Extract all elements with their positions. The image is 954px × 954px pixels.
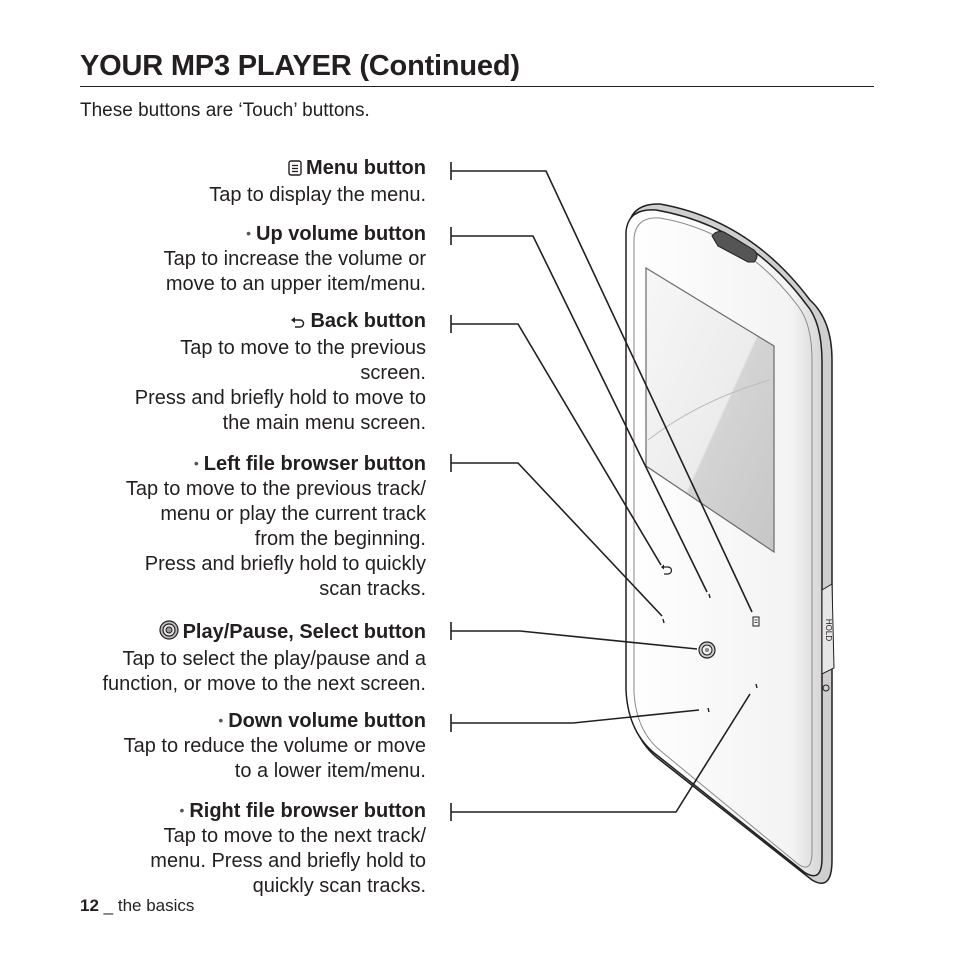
device-bezel (633, 217, 813, 868)
back-button-line: Press and briefly hold to move to (134, 387, 426, 409)
footer-section: the basics (117, 896, 195, 915)
leader-down-volume (450, 709, 700, 732)
select-button-heading: Play/Pause, Select button (182, 621, 426, 643)
left-browser-line: Press and briefly hold to quickly (144, 553, 426, 575)
select-button-line: Tap to select the play/pause and a (122, 648, 426, 670)
page-footer: 12 _ the basics (80, 896, 194, 916)
leader-left-browser (450, 454, 663, 617)
down-volume-heading: Down volume button (228, 710, 426, 732)
left-browser-line: menu or play the current track (160, 503, 426, 525)
hold-label: HOLD (824, 619, 833, 641)
back-button-line: screen. (360, 362, 426, 384)
dot-icon: • (179, 802, 185, 818)
side-reset-hole (822, 684, 830, 692)
back-button-description: Back button Tap to move to the previous … (26, 309, 426, 436)
device-screen (645, 266, 775, 554)
left-browser-heading: Left file browser button (203, 453, 426, 475)
right-browser-line: menu. Press and briefly hold to (150, 850, 426, 872)
leader-menu (450, 162, 753, 613)
device-menu-mark (752, 616, 760, 627)
left-browser-line: Tap to move to the previous track/ (125, 478, 426, 500)
device-back-mark (661, 564, 673, 575)
up-volume-description: •Up volume button Tap to increase the vo… (26, 221, 426, 297)
up-volume-heading: Up volume button (256, 223, 426, 245)
back-button-line: Tap to move to the previous (180, 337, 426, 359)
device-down-mark (707, 707, 710, 713)
up-volume-line: move to an upper item/menu. (165, 273, 426, 295)
device-right-mark (755, 683, 758, 689)
down-volume-description: •Down volume button Tap to reduce the vo… (26, 708, 426, 784)
leader-back (450, 315, 662, 566)
device-select-mark (698, 641, 716, 659)
left-browser-description: •Left file browser button Tap to move to… (26, 451, 426, 602)
left-browser-line: from the beginning. (254, 528, 426, 550)
select-button-line: function, or move to the next screen. (102, 673, 426, 695)
device-left-mark (662, 618, 665, 624)
dot-icon: • (246, 225, 252, 241)
page-number: 12 (80, 896, 99, 915)
title-rule (80, 86, 874, 87)
screen-curve (647, 379, 771, 441)
back-button-heading: Back button (310, 310, 426, 332)
left-browser-line: scan tracks. (319, 578, 426, 600)
intro-text: These buttons are ‘Touch’ buttons. (80, 100, 370, 121)
up-volume-line: Tap to increase the volume or (163, 248, 426, 270)
menu-button-heading: Menu button (306, 157, 426, 179)
right-browser-line: quickly scan tracks. (252, 875, 426, 897)
leader-select (450, 622, 698, 650)
menu-button-line: Tap to display the menu. (209, 184, 426, 206)
down-volume-line: Tap to reduce the volume or move (123, 735, 426, 757)
back-icon (290, 311, 306, 336)
right-browser-line: Tap to move to the next track/ (163, 825, 426, 847)
page-title: YOUR MP3 PLAYER (Continued) (80, 50, 520, 82)
menu-button-description: Menu button Tap to display the menu. (26, 156, 426, 208)
dot-icon: • (218, 712, 224, 728)
select-icon (158, 620, 179, 647)
leader-up-volume (450, 227, 708, 593)
down-volume-line: to a lower item/menu. (234, 760, 426, 782)
right-browser-heading: Right file browser button (189, 800, 426, 822)
menu-icon (288, 158, 302, 183)
leader-right-browser (450, 693, 751, 821)
right-browser-description: •Right file browser button Tap to move t… (26, 798, 426, 899)
footer-separator: _ (103, 896, 114, 915)
back-button-line: the main menu screen. (222, 412, 426, 434)
device-up-mark (708, 593, 711, 599)
device-connector (711, 231, 758, 263)
dot-icon: • (193, 455, 199, 471)
hold-switch (821, 583, 835, 675)
select-button-description: Play/Pause, Select button Tap to select … (0, 620, 426, 697)
